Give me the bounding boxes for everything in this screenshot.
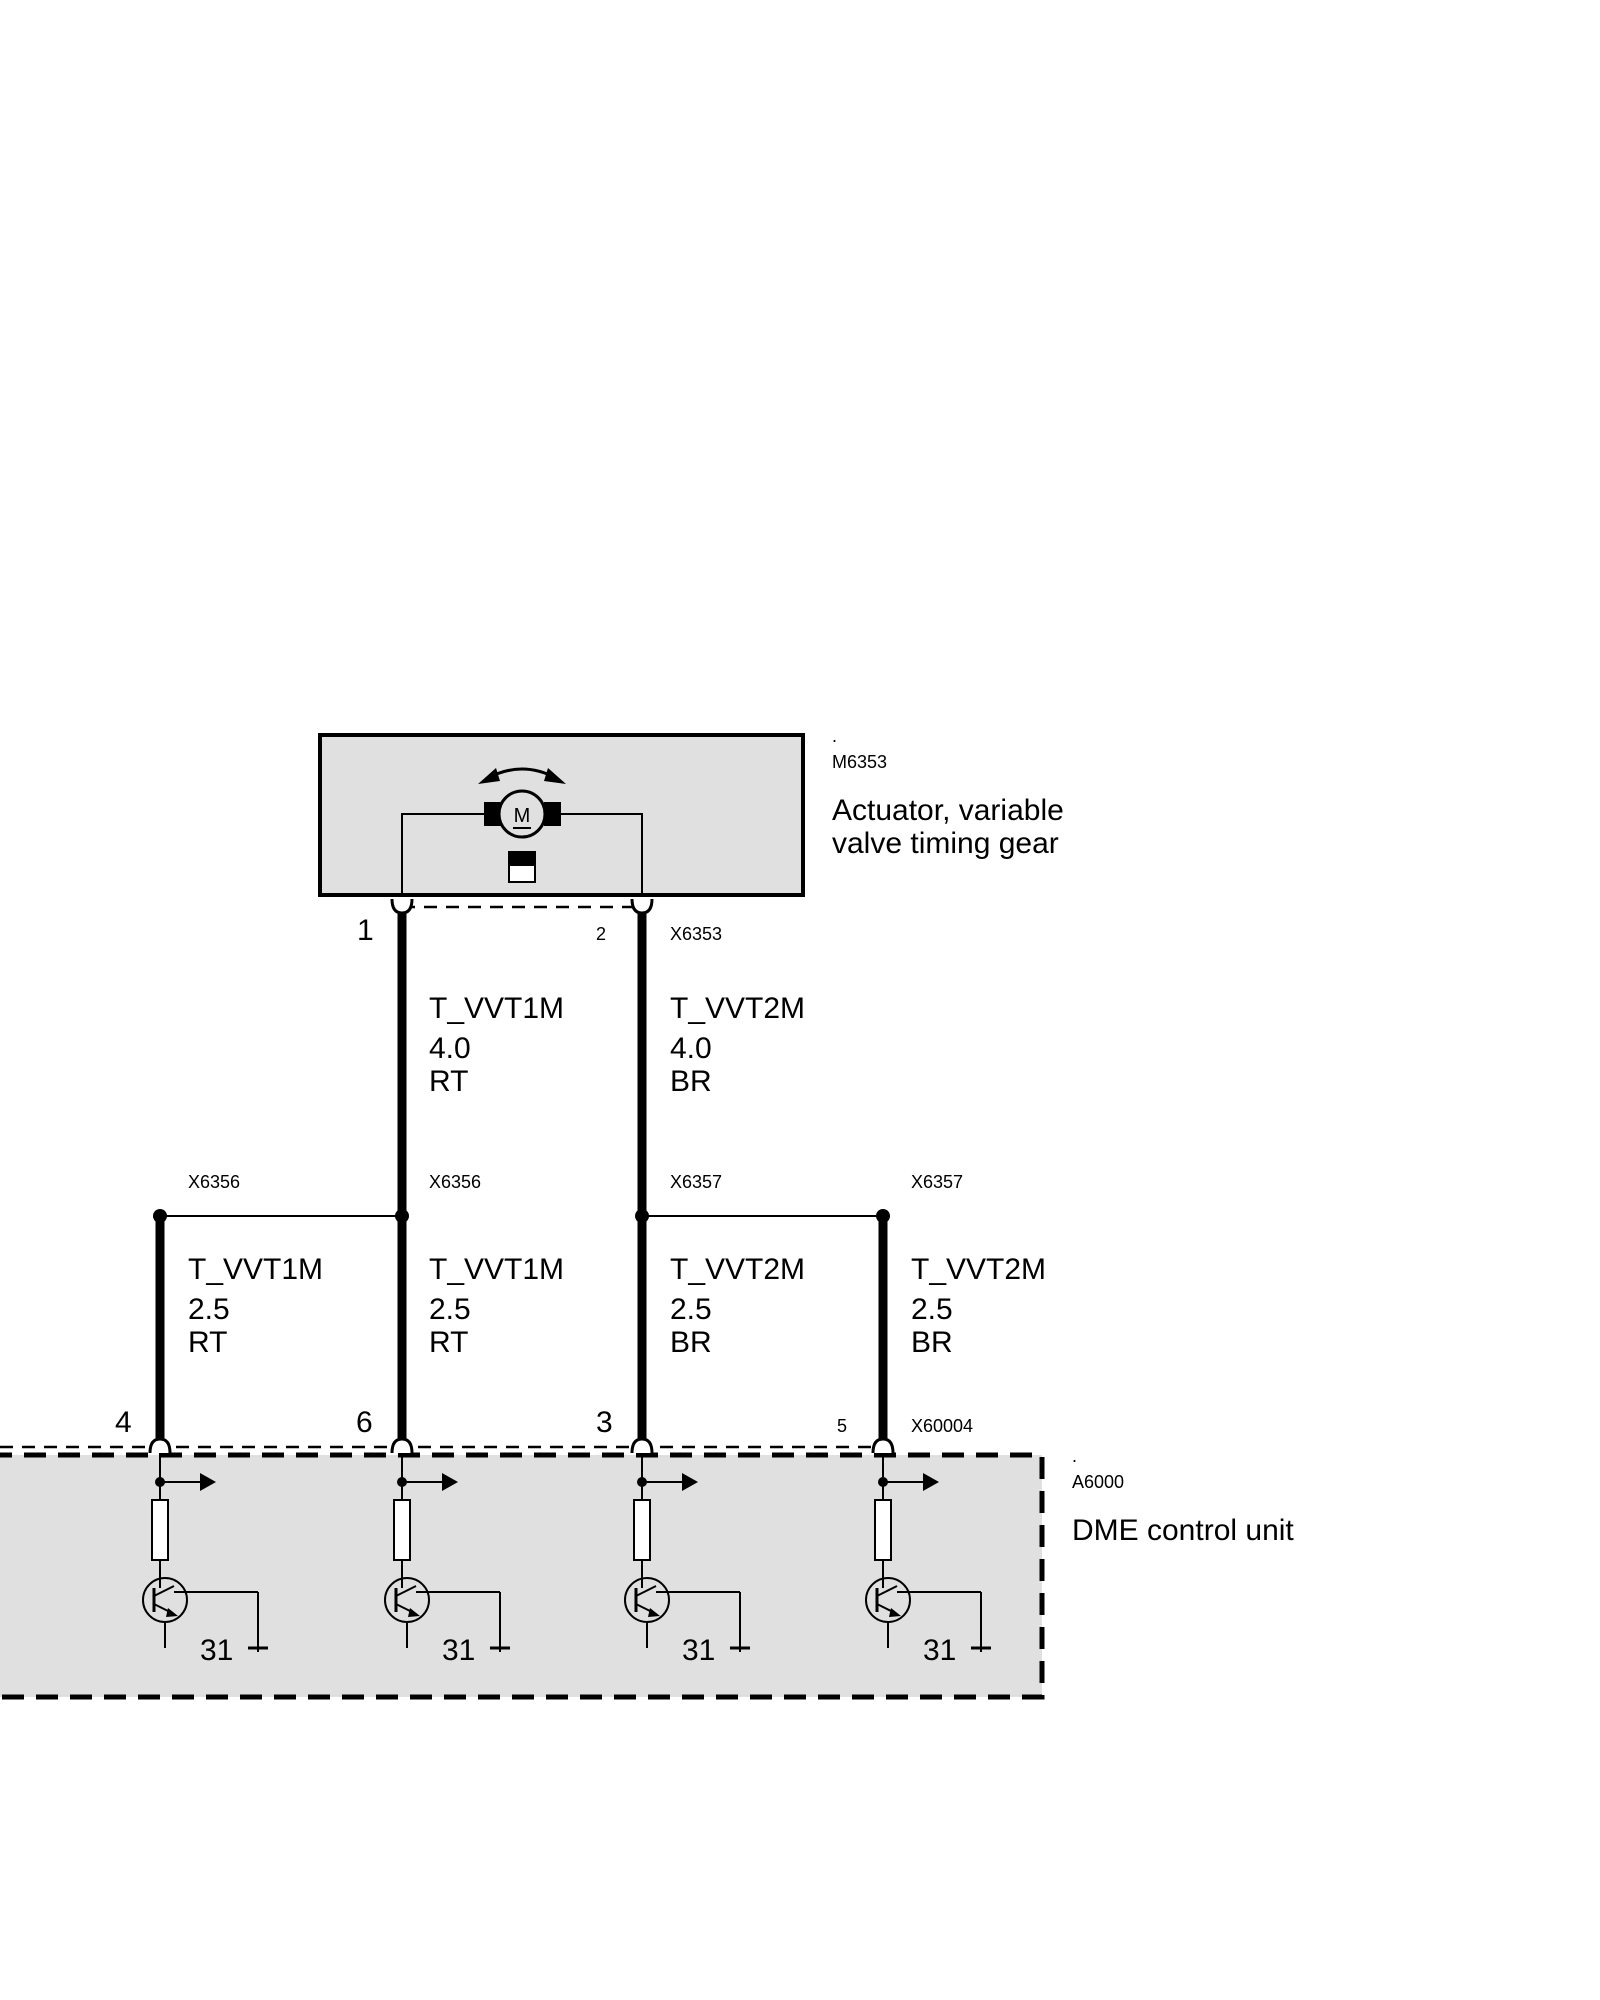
motor-icon: M — [484, 789, 561, 839]
ground-label: 31 — [442, 1634, 475, 1667]
output-stage: 31 — [865, 1453, 991, 1667]
control-unit-name: DME control unit — [1072, 1514, 1294, 1547]
ground-label: 31 — [923, 1634, 956, 1667]
splice-label-3: X6357 — [670, 1172, 722, 1192]
lower-wire-1-color: RT — [188, 1326, 227, 1359]
control-unit-box — [0, 1452, 1045, 1700]
actuator-internal-wiring — [401, 813, 643, 895]
lower-wire-2-signal: T_VVT1M — [429, 1253, 564, 1286]
upper-wire-2-signal: T_VVT2M — [670, 992, 805, 1025]
control-unit-pin-5: 5 — [837, 1416, 847, 1436]
lower-wire-2-color: RT — [429, 1326, 468, 1359]
output-stage: 31 — [624, 1453, 750, 1667]
upper-wire-2-color: BR — [670, 1065, 712, 1098]
lower-wire-3-color: BR — [670, 1326, 712, 1359]
control-unit-pin-6: 6 — [356, 1406, 373, 1439]
lower-wire-4-gauge: 2.5 — [911, 1293, 953, 1326]
control-unit-id: A6000 — [1072, 1472, 1124, 1492]
splice-label-1: X6356 — [188, 1172, 240, 1192]
actuator-pin-2: 2 — [596, 924, 606, 944]
upper-wire-1-signal: T_VVT1M — [429, 992, 564, 1025]
actuator-pin-1: 1 — [357, 914, 374, 947]
output-stage: 31 — [384, 1453, 510, 1667]
actuator-name-line1: Actuator, variable — [832, 794, 1064, 827]
lower-wire-2-gauge: 2.5 — [429, 1293, 471, 1326]
upper-wire-1-color: RT — [429, 1065, 468, 1098]
control-unit-pin-3: 3 — [596, 1406, 613, 1439]
lower-wire-1-signal: T_VVT1M — [188, 1253, 323, 1286]
actuator-component: M — [318, 733, 805, 897]
connector-x6353 — [390, 898, 654, 915]
lower-wire-4-signal: T_VVT2M — [911, 1253, 1046, 1286]
control-unit-connector-id: X60004 — [911, 1416, 973, 1436]
ground-label: 31 — [682, 1634, 715, 1667]
sensor-block-icon — [508, 851, 536, 883]
lower-wire-1-gauge: 2.5 — [188, 1293, 230, 1326]
motor-symbol-label: M — [514, 805, 531, 827]
control-unit-pin-4: 4 — [115, 1406, 132, 1439]
rotation-arrows-icon — [478, 767, 566, 784]
upper-wire-2-gauge: 4.0 — [670, 1032, 712, 1065]
actuator-dot: . — [832, 726, 837, 746]
ground-label: 31 — [200, 1634, 233, 1667]
actuator-id: M6353 — [832, 752, 887, 772]
control-unit-dot: . — [1072, 1446, 1077, 1466]
splice-label-2: X6356 — [429, 1172, 481, 1192]
actuator-name-line2: valve timing gear — [832, 827, 1059, 860]
connector-x60004 — [0, 1437, 895, 1454]
upper-wire-1-gauge: 4.0 — [429, 1032, 471, 1065]
lower-wire-3-gauge: 2.5 — [670, 1293, 712, 1326]
lower-wire-3-signal: T_VVT2M — [670, 1253, 805, 1286]
lower-wire-4-color: BR — [911, 1326, 953, 1359]
actuator-connector-id: X6353 — [670, 924, 722, 944]
splice-label-4: X6357 — [911, 1172, 963, 1192]
output-stage: 31 — [142, 1453, 268, 1667]
